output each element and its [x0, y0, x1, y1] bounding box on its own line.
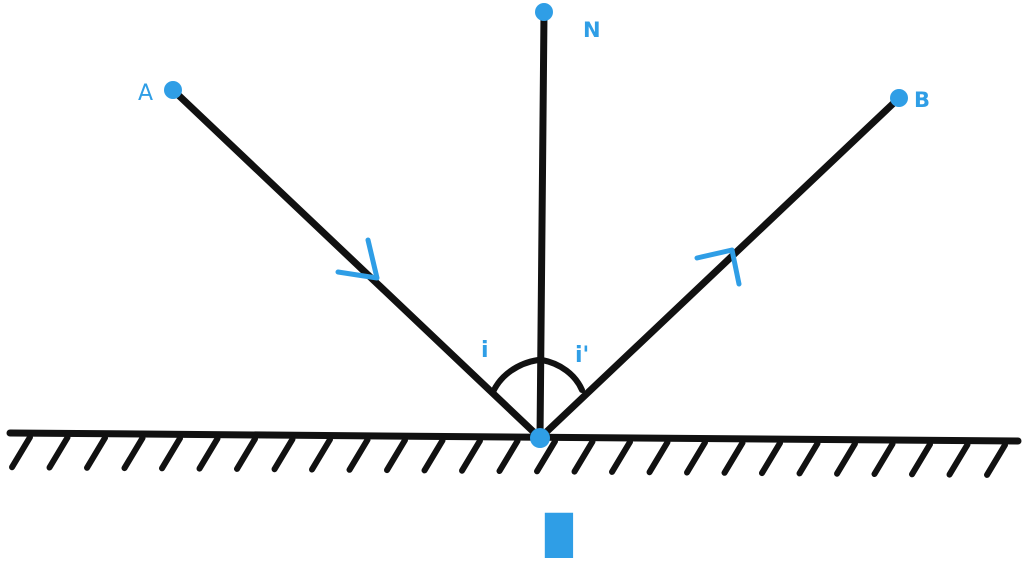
mirror-hatch-mark — [84, 434, 108, 471]
label-point-a: A — [138, 81, 153, 106]
normal-end-dot — [535, 3, 553, 21]
mirror-hatch-mark — [121, 435, 146, 472]
mirror-hatch-mark — [571, 438, 596, 475]
mirror-hatch-mark — [234, 435, 258, 472]
label-incidence-point: I — [531, 500, 587, 571]
mirror-hatch-mark — [909, 441, 933, 478]
incident-ray — [169, 86, 544, 442]
mirror-hatch-mark — [421, 437, 446, 474]
mirror-surface — [6, 429, 1022, 445]
mirror-hatch-mark — [646, 439, 671, 476]
mirror-hatch-mark — [534, 438, 558, 475]
mirror-hatch-mark — [496, 438, 521, 474]
angle-arc-incidence — [490, 357, 541, 395]
mirror-hatch-mark — [984, 441, 1008, 478]
mirror-hatch-mark — [384, 437, 408, 474]
incidence-point-dot — [530, 428, 550, 448]
normal-line — [536, 9, 548, 442]
mirror-hatching — [9, 434, 1008, 478]
mirror-hatch-mark — [9, 434, 33, 471]
label-angle-incidence: i — [481, 338, 489, 363]
mirror-hatch-mark — [459, 437, 483, 474]
mirror-hatch-mark — [721, 439, 746, 476]
mirror-hatch-mark — [271, 436, 296, 473]
mirror-hatch-mark — [946, 441, 971, 478]
mirror-hatch-mark — [871, 441, 896, 477]
point-a-dot — [164, 81, 182, 99]
mirror-hatch-mark — [46, 434, 71, 471]
label-angle-reflection: i' — [575, 343, 589, 368]
mirror-hatch-mark — [796, 440, 821, 477]
label-point-b: B — [914, 88, 930, 112]
mirror-hatch-mark — [309, 436, 333, 473]
incident-direction-arrow — [335, 237, 380, 281]
point-b-dot — [890, 89, 908, 107]
mirror-hatch-mark — [346, 436, 371, 473]
mirror-hatch-mark — [159, 435, 183, 472]
mirror — [6, 429, 1022, 478]
mirror-hatch-mark — [759, 440, 783, 477]
mirror-hatch-mark — [609, 438, 633, 475]
reflected-direction-arrow — [694, 247, 742, 287]
reflected-ray — [536, 94, 903, 442]
mirror-hatch-mark — [834, 440, 858, 477]
mirror-hatch-mark — [684, 439, 708, 476]
label-normal: N — [583, 18, 601, 42]
angle-arc-reflection — [539, 357, 585, 393]
mirror-hatch-mark — [196, 435, 221, 472]
